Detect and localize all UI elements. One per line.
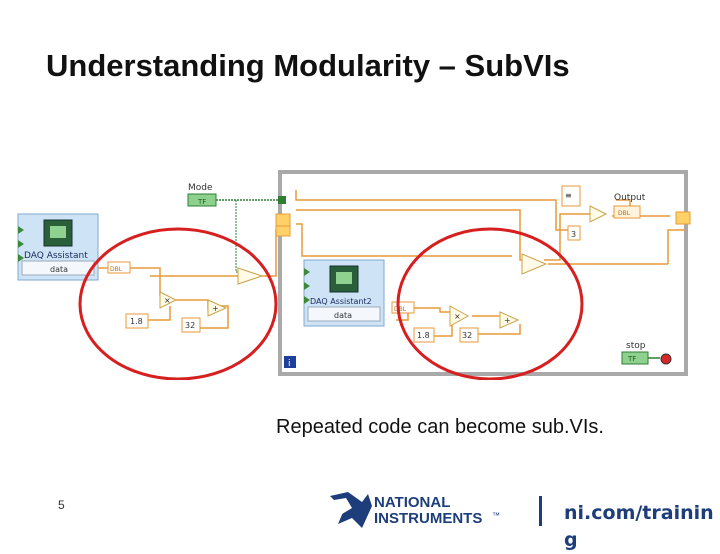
add-node-left bbox=[207, 299, 228, 317]
svg-text:i: i bbox=[288, 359, 291, 369]
svg-text:≡: ≡ bbox=[565, 191, 572, 200]
svg-text:DBL: DBL bbox=[110, 266, 123, 273]
mode-label: Mode bbox=[188, 183, 213, 193]
const-left-2[interactable] bbox=[181, 317, 201, 333]
svg-text:32: 32 bbox=[185, 321, 195, 330]
daq-assistant-2: DAQ Assistant2 data bbox=[303, 259, 385, 327]
svg-text:+: + bbox=[212, 304, 219, 313]
divide-node bbox=[589, 205, 608, 223]
const-left-1[interactable] bbox=[125, 313, 149, 329]
caption: Repeated code can become sub.VIs. bbox=[276, 416, 604, 438]
add-node-right bbox=[499, 311, 520, 329]
svg-text:1.8: 1.8 bbox=[417, 331, 430, 340]
stop-icon bbox=[660, 353, 672, 365]
output-indicator bbox=[613, 205, 641, 219]
mode-indicator: TF bbox=[197, 198, 206, 206]
logo-line1: NATIONAL bbox=[374, 494, 450, 511]
shift-register-1 bbox=[275, 213, 291, 227]
logo-tm: ™ bbox=[492, 511, 500, 520]
daq2-terminal: data bbox=[334, 311, 352, 320]
footer-divider bbox=[539, 496, 542, 526]
slide-title: Understanding Modularity – SubVIs bbox=[46, 48, 570, 83]
selector-tunnel bbox=[278, 196, 286, 204]
const-right-1[interactable] bbox=[413, 327, 435, 343]
daq1-label: DAQ Assistant bbox=[24, 251, 88, 261]
svg-text:+: + bbox=[504, 316, 511, 325]
svg-text:1.8: 1.8 bbox=[130, 317, 143, 326]
eagle-icon bbox=[330, 492, 372, 528]
svg-text:DBL: DBL bbox=[394, 306, 407, 313]
shift-register-2 bbox=[275, 225, 291, 237]
shift-register-right bbox=[675, 211, 691, 225]
block-diagram: DAQ Assistant data Mode TF bbox=[17, 170, 691, 380]
build-array-node bbox=[561, 185, 581, 207]
svg-text:DBL: DBL bbox=[618, 210, 631, 217]
stop-label: stop bbox=[626, 341, 646, 351]
svg-text:×: × bbox=[454, 312, 461, 321]
select-node-right bbox=[521, 253, 548, 275]
multiply-node-left bbox=[159, 291, 178, 309]
daq1-terminal: data bbox=[50, 265, 68, 274]
info-icon bbox=[284, 356, 296, 368]
svg-text:TF: TF bbox=[627, 355, 636, 363]
case-structure bbox=[278, 170, 688, 376]
daq2-label: DAQ Assistant2 bbox=[310, 297, 372, 306]
select-node-left bbox=[237, 267, 264, 285]
svg-text:×: × bbox=[164, 296, 171, 305]
multiply-node-right bbox=[449, 305, 470, 327]
highlight-ellipse-left bbox=[78, 227, 278, 380]
logo-line2: INSTRUMENTS bbox=[374, 510, 482, 527]
const-3[interactable] bbox=[567, 225, 581, 241]
dbl-tag-left bbox=[107, 261, 131, 274]
dbl-tag-right bbox=[391, 301, 415, 314]
highlight-ellipse-right bbox=[396, 227, 584, 380]
svg-text:3: 3 bbox=[571, 230, 576, 239]
footer-url[interactable]: ni.com/training bbox=[564, 502, 714, 551]
svg-text:32: 32 bbox=[462, 331, 472, 340]
daq-assistant-1: DAQ Assistant data bbox=[17, 213, 99, 281]
output-label: Output bbox=[614, 193, 646, 203]
ni-logo: NATIONAL INSTRUMENTS ™ bbox=[330, 492, 500, 528]
page-number: 5 bbox=[58, 498, 65, 512]
const-right-2[interactable] bbox=[459, 327, 479, 343]
